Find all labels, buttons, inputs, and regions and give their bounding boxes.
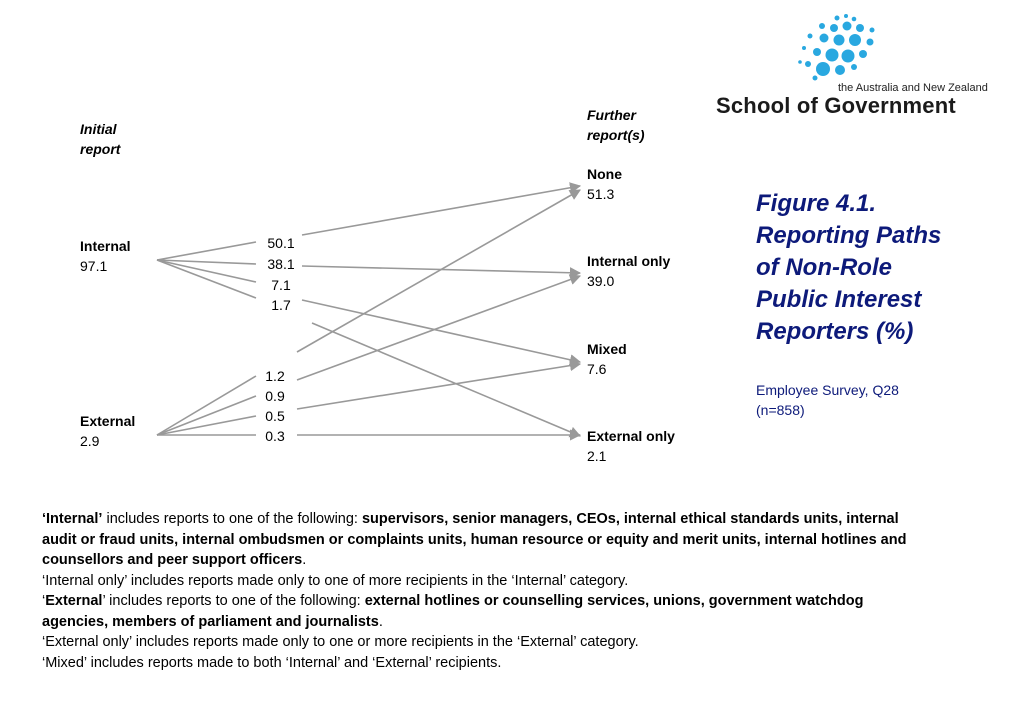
path-value-external-mixed: 0.5 <box>265 408 285 424</box>
arrow-internal-to-none <box>301 182 582 236</box>
source-external-value: 2.9 <box>80 433 100 449</box>
target-external-only: External only 2.1 <box>587 426 675 466</box>
source-internal: Internal 97.1 <box>80 236 131 276</box>
target-internal-only-value: 39.0 <box>587 273 615 289</box>
path-value-external-internal-only: 0.9 <box>265 388 285 404</box>
note-mixed: ‘Mixed’ includes reports made to both ‘I… <box>42 654 502 671</box>
arrow-internal-to-external-only <box>311 322 582 438</box>
flow-line-external-a <box>156 375 257 436</box>
flow-line-internal-d <box>156 259 257 299</box>
figure-title: Figure 4.1. Reporting Paths of Non-Role … <box>756 190 942 345</box>
flow-line-internal-a <box>156 241 257 261</box>
source-external-label: External <box>80 413 136 429</box>
flow-line-external-c <box>156 415 257 436</box>
target-mixed-value: 7.6 <box>587 361 607 377</box>
path-value-internal-external-only: 1.7 <box>271 297 291 313</box>
path-value-external-external-only: 0.3 <box>265 428 285 444</box>
path-value-external-none: 1.2 <box>265 368 285 384</box>
arrow-external-to-mixed <box>296 360 582 410</box>
target-internal-only-label: Internal only <box>587 253 671 269</box>
target-none-label: None <box>587 166 622 182</box>
note-internal-definition: ‘Internal’ includes reports to one of th… <box>42 511 907 568</box>
arrow-internal-to-mixed <box>301 299 582 366</box>
path-value-internal-internal-only: 38.1 <box>267 256 295 272</box>
target-external-only-label: External only <box>587 428 675 444</box>
target-none: None 51.3 <box>587 164 622 204</box>
note-external-only: ‘External only’ includes reports made on… <box>42 634 639 650</box>
source-internal-value: 97.1 <box>80 258 108 274</box>
note-external-definition: ‘External’ includes reports to one of th… <box>42 593 864 630</box>
flow-line-internal-c <box>156 259 257 283</box>
target-mixed-label: Mixed <box>587 341 627 357</box>
source-internal-label: Internal <box>80 238 131 254</box>
arrow-external-to-internal-only <box>296 274 582 381</box>
target-internal-only: Internal only 39.0 <box>587 251 670 291</box>
target-external-only-value: 2.1 <box>587 448 607 464</box>
logo-dots-graphic <box>798 14 875 81</box>
arrow-external-to-none <box>296 189 581 353</box>
survey-source: Employee Survey, Q28 (n=858) <box>756 382 899 418</box>
path-value-internal-mixed: 7.1 <box>271 277 291 293</box>
logo-tagline: the Australia and New Zealand <box>838 82 988 94</box>
path-value-internal-none: 50.1 <box>267 235 295 251</box>
note-internal-only: ‘Internal only’ includes reports made on… <box>42 572 629 589</box>
target-none-value: 51.3 <box>587 186 615 202</box>
logo-wordmark: School of Government <box>716 93 956 118</box>
flow-line-internal-b <box>156 259 257 265</box>
target-mixed: Mixed 7.6 <box>587 339 627 379</box>
flow-line-external-b <box>156 395 257 436</box>
definitions-notes: ‘Internal’ includes reports to one of th… <box>42 509 922 673</box>
source-external: External 2.9 <box>80 411 135 451</box>
